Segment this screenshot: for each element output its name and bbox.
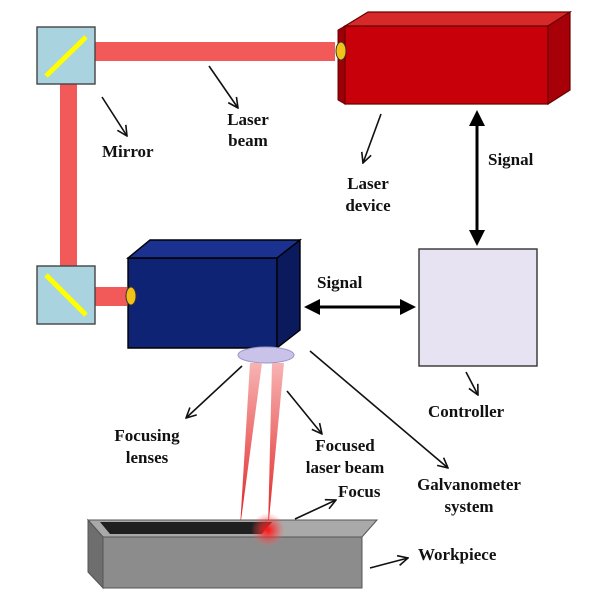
label-focus: Focus	[338, 482, 381, 501]
label-laser-beam-line1: Laser	[227, 110, 269, 129]
controller-box	[418, 248, 538, 367]
label-mirror: Mirror	[102, 142, 154, 161]
signal-arrow-horizontal	[304, 299, 416, 315]
label-laser-device-line1: Laser	[347, 174, 389, 193]
callout-arrow-workpiece	[369, 558, 408, 569]
mirror-top	[36, 26, 96, 85]
mirror-bottom	[36, 265, 96, 325]
label-signal-middle: Signal	[317, 273, 363, 292]
laser-beam-vertical	[60, 82, 77, 266]
label-laser-beam-line2: beam	[228, 131, 268, 150]
label-signal-top: Signal	[488, 150, 534, 169]
laser-beam-short	[95, 287, 127, 306]
focused-beam-left	[240, 363, 262, 528]
laser-beam-top	[95, 42, 335, 61]
callout-arrow-focused-beam	[286, 390, 322, 434]
label-galvanometer-line1: Galvanometer	[417, 475, 521, 494]
laser-device-aperture	[335, 41, 347, 61]
callout-arrow-laser-beam	[208, 65, 238, 108]
label-focusing-lenses-line2: lenses	[125, 448, 169, 467]
callout-arrow-focus	[294, 500, 336, 520]
focus-spot	[251, 513, 285, 547]
focused-beam-right	[268, 363, 284, 530]
focusing-lens	[237, 346, 295, 364]
signal-arrow-vertical	[469, 110, 485, 246]
workpiece-block	[86, 518, 379, 590]
label-workpiece: Workpiece	[418, 545, 497, 564]
label-focused-beam-line2: laser beam	[305, 458, 385, 477]
callout-arrow-focusing-lenses	[186, 365, 243, 418]
label-laser-device-line2: device	[345, 196, 391, 215]
galvanometer-aperture	[125, 286, 137, 306]
label-focused-beam-line1: Focused	[315, 436, 375, 455]
label-focusing-lenses-line1: Focusing	[114, 426, 180, 445]
label-controller: Controller	[428, 402, 505, 421]
callout-arrow-mirror	[101, 96, 127, 136]
label-galvanometer-line2: system	[444, 497, 494, 516]
callout-arrow-laser-device	[363, 113, 382, 163]
callout-arrow-galvanometer	[309, 350, 448, 468]
callout-arrow-controller	[465, 371, 478, 395]
galvanometer-box	[125, 238, 303, 350]
laser-device-box	[335, 10, 573, 106]
